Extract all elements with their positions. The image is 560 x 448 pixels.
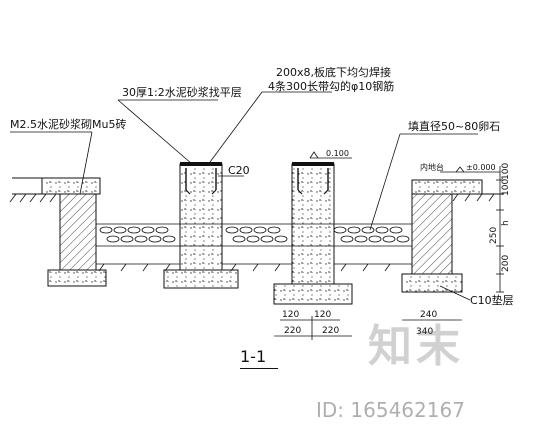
left-footing: [47, 269, 107, 287]
left-top-slab: [41, 177, 101, 195]
dim-100-b: 100: [501, 179, 511, 196]
section-label: 1-1: [240, 347, 266, 366]
dim-120-b: 120: [314, 310, 331, 320]
section-underline: [240, 368, 278, 369]
concrete-post-right: [273, 162, 353, 305]
dim-240: 240: [420, 310, 437, 320]
cushion-leader: [439, 285, 471, 301]
pebble-bed: [96, 223, 412, 272]
elevation-left: 0.100: [326, 149, 349, 158]
dim-340: 340: [416, 327, 433, 337]
plate-note-1: 200x8,板底下均匀焊接: [276, 65, 391, 79]
left-brick-wall: [59, 193, 97, 271]
stone-note: 填直径50~80卵石: [408, 119, 500, 133]
dim-100-a: 100: [501, 163, 511, 180]
bottom-dimension-lines: [274, 316, 462, 340]
watermark-logo: 知末: [368, 321, 464, 372]
dim-200: 200: [501, 255, 511, 272]
indoor-floor-label: 内地台: [420, 162, 444, 172]
concrete-post-left: [163, 162, 239, 289]
dim-220-a: 220: [284, 326, 301, 336]
watermark-id: ID: 165462167: [316, 398, 465, 422]
plate-note-2: 4条300长带勾的φ10钢筋: [268, 79, 394, 93]
right-wall: [401, 179, 500, 293]
dim-h: h: [501, 220, 511, 226]
leader-lines: [10, 91, 500, 231]
right-dimension-chain: [496, 166, 504, 293]
dim-120-a: 120: [282, 310, 299, 320]
concrete-grade: C20: [228, 164, 250, 177]
cushion-note: C10垫层: [470, 293, 514, 307]
brick-note: M2.5水泥砂浆砌Mu5砖: [10, 117, 126, 131]
dim-250: 250: [489, 227, 499, 244]
mortar-layer-note: 30厚1:2水泥砂浆找平层: [122, 85, 242, 99]
dim-220-b: 220: [322, 326, 339, 336]
elevation-right: ±0.000: [466, 163, 496, 172]
